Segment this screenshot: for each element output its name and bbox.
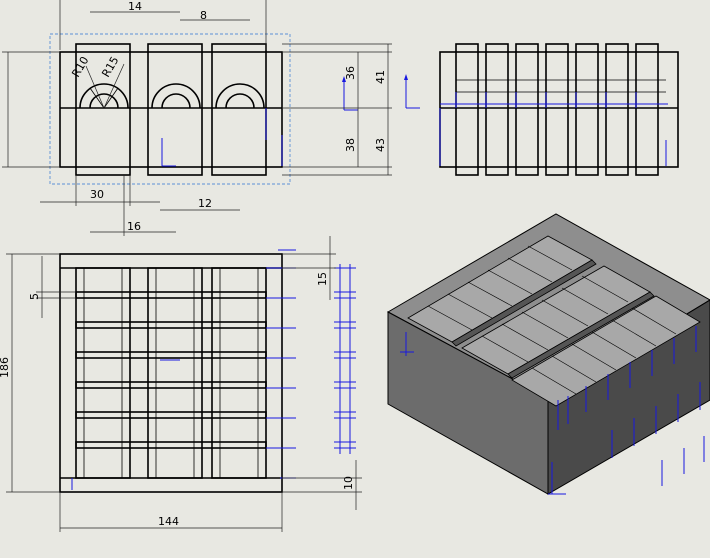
top-view-outline: [59, 253, 283, 493]
isometric-view[interactable]: [386, 213, 710, 495]
iso-constraints: [400, 326, 705, 495]
slot-3: [211, 43, 267, 176]
top-view-dimensions: 186 5 15 10 144: [0, 236, 362, 532]
side-view[interactable]: [439, 43, 679, 176]
front-view-constraints: [161, 74, 420, 167]
dim-38: 38: [344, 138, 357, 152]
iso-rails: [407, 235, 701, 407]
dim-43: 43: [374, 138, 387, 152]
dim-14: 14: [128, 0, 142, 13]
slot-1: [75, 43, 131, 176]
dim-12: 12: [198, 197, 212, 210]
dim-30: 30: [90, 188, 104, 201]
dim-144: 144: [158, 515, 179, 528]
top-view[interactable]: [59, 249, 356, 493]
dim-r10: R10: [69, 54, 91, 79]
dim-186: 186: [0, 357, 11, 378]
side-view-constraints: [439, 92, 668, 166]
dim-10: 10: [342, 476, 355, 490]
front-view-outline: [59, 51, 283, 168]
dim-r15: R15: [99, 54, 121, 79]
dim-5: 5: [28, 293, 41, 300]
dim-15: 15: [316, 272, 329, 286]
dim-16: 16: [127, 220, 141, 233]
top-view-rails: [75, 267, 267, 479]
iso-rail-grooves: [427, 245, 677, 395]
dim-41: 41: [374, 70, 387, 84]
top-view-ribs: [75, 291, 267, 449]
front-view-bounding-box: [49, 33, 291, 185]
side-view-columns: [455, 43, 666, 176]
slot-2: [147, 43, 203, 176]
dim-8: 8: [200, 9, 207, 22]
top-view-constraints: [71, 249, 356, 490]
dim-36: 36: [344, 66, 357, 80]
front-view[interactable]: [49, 33, 420, 185]
side-view-outline: [439, 51, 679, 168]
